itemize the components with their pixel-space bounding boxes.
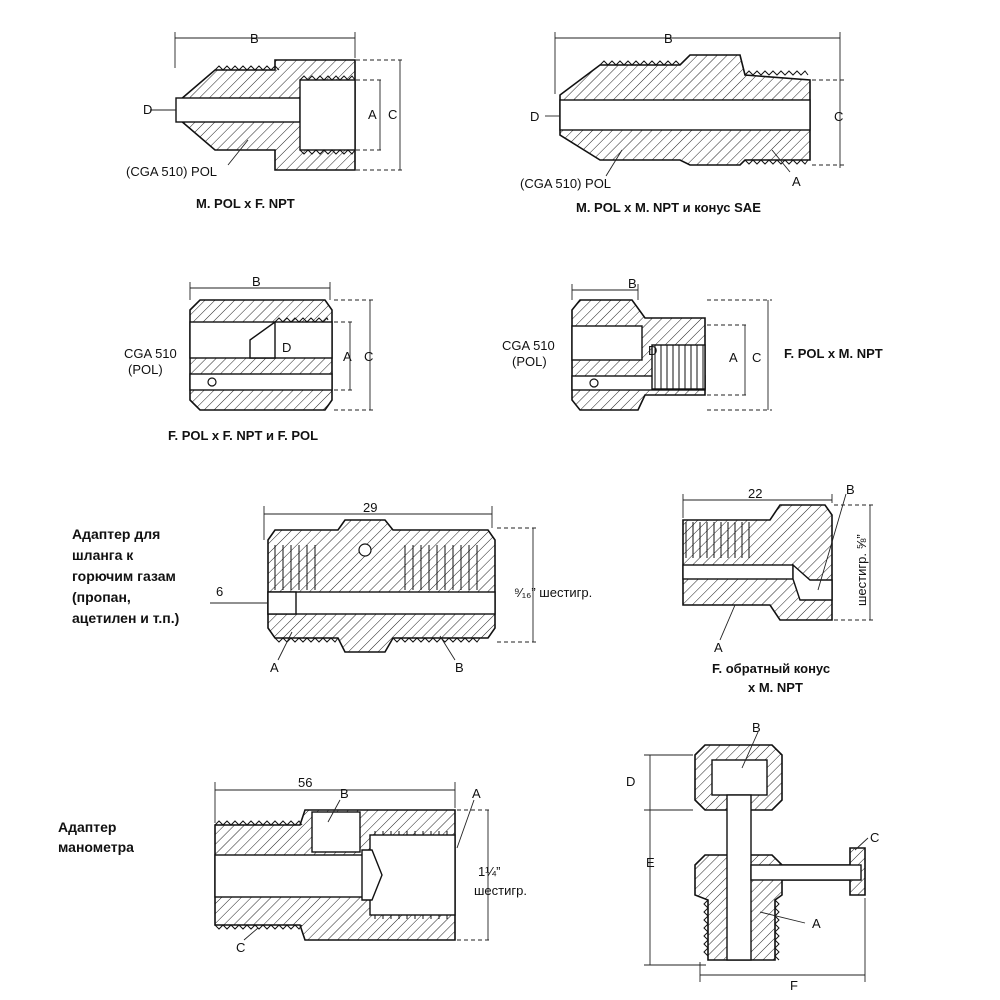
dim-f-label: F	[790, 978, 798, 993]
top-nut-socket	[711, 759, 768, 796]
fitting-bore	[682, 564, 794, 580]
dim-a-label: A	[729, 350, 738, 365]
bottom-thread	[703, 899, 780, 961]
left-thread	[274, 545, 316, 590]
diagram-mpol-fnpt: B D A C (CGA 510) POL M. POL x F. NPT	[126, 31, 404, 211]
dim-a-label: A	[792, 174, 801, 189]
dim-b-label: B	[628, 276, 637, 291]
npt-thread-teeth	[744, 70, 809, 165]
side-title-line-3: горючим газам	[72, 568, 176, 584]
fitting-bore	[559, 99, 811, 131]
label-c: C	[236, 940, 245, 955]
dim-c-label: C	[752, 350, 761, 365]
side-bore	[750, 864, 862, 881]
hex-size-label: шестигр. ⅝”	[854, 534, 869, 606]
dim-d-label: D	[282, 340, 291, 355]
pol-thread-teeth	[599, 60, 681, 66]
side-title-line-4: (пропан,	[72, 589, 131, 605]
dim-c-label: C	[388, 107, 397, 122]
caption-line-2: x M. NPT	[748, 680, 803, 695]
inlet-pocket	[267, 591, 297, 615]
dim-b-label: B	[250, 31, 259, 46]
dim-length-label: 22	[748, 486, 762, 501]
thread-teeth	[274, 317, 329, 323]
side-title-line-1: Адаптер	[58, 819, 116, 835]
label-b: B	[340, 786, 349, 801]
diagram-hose-adapter: 29 6 ⁹⁄₁₆” шестигр. A B Адаптер для шлан…	[72, 500, 592, 675]
dim-d-label: D	[143, 102, 152, 117]
right-thread	[404, 545, 478, 590]
socket-thread	[374, 831, 448, 919]
pol-note: (CGA 510) POL	[126, 164, 217, 179]
side-port	[311, 811, 361, 853]
label-a: A	[472, 786, 481, 801]
dim-b-label: B	[664, 31, 673, 46]
fitting-bore	[175, 97, 301, 123]
diagram-mpol-mnpt-sae: B D C A (CGA 510) POL M. POL x M. NPT и …	[520, 31, 844, 215]
dim-length-label: 29	[363, 500, 377, 515]
dim-b-label: B	[252, 274, 261, 289]
diagram-gauge-adapter: 56 B A C 1¼” шестигр. Адаптер манометра	[58, 775, 527, 955]
diagram-caption: F. POL x M. NPT	[784, 346, 883, 361]
side-title-line-2: шланга к	[72, 547, 134, 563]
diagram-caption: F. POL x F. NPT и F. POL	[168, 428, 318, 443]
fitting-passage	[189, 373, 333, 391]
caption-line-1: F. обратный конус	[712, 661, 830, 676]
label-b: B	[752, 720, 761, 735]
side-title-line-5: ацетилен и т.п.)	[72, 610, 179, 626]
dim-c-label: C	[834, 109, 843, 124]
dim-d-label: D	[648, 343, 657, 358]
bottom-thread	[274, 637, 481, 643]
cone-seat	[249, 320, 276, 359]
label-c: C	[870, 830, 879, 845]
left-thread	[214, 820, 303, 930]
label-a: A	[714, 640, 723, 655]
gauge-socket	[369, 834, 456, 916]
thread-teeth	[299, 75, 356, 155]
diagram-reverse-cone: 22 B A шестигр. ⅝” F. обратный конус x M…	[682, 482, 874, 695]
label-a: A	[270, 660, 279, 675]
fitting-socket	[299, 79, 356, 151]
hex-size-line-1: 1¼”	[478, 864, 500, 879]
diagram-caption: M. POL x M. NPT и конус SAE	[576, 200, 761, 215]
diagram-tee: B C A D E F	[626, 720, 879, 993]
cga-note-line2: (POL)	[512, 354, 547, 369]
pol-note: (CGA 510) POL	[520, 176, 611, 191]
cone-seat	[361, 849, 383, 901]
fitting-body	[682, 504, 833, 621]
fitting-socket	[571, 325, 643, 361]
fitting-body	[267, 519, 496, 653]
dim-e-label: E	[646, 855, 655, 870]
side-title-line-1: Адаптер для	[72, 526, 160, 542]
dim-d-label: D	[530, 109, 539, 124]
npt-thread	[685, 522, 750, 558]
dim-bore-label: 6	[216, 584, 223, 599]
vertical-bore	[726, 794, 752, 961]
label-b: B	[455, 660, 464, 675]
side-title-line-2: манометра	[58, 839, 134, 855]
hex-size-line-2: шестигр.	[474, 883, 527, 898]
diagram-fpol-fnpt-fpol: B D A C CGA 510 (POL) F. POL x F. NPT и …	[124, 274, 374, 443]
cga-note-line2: (POL)	[128, 362, 163, 377]
diagram-fpol-mnpt: B D A C CGA 510 (POL) F. POL x M. NPT	[502, 276, 883, 411]
fitting-bore	[267, 591, 496, 615]
dim-a-label: A	[368, 107, 377, 122]
dim-a-label: A	[343, 349, 352, 364]
fitting-bore	[214, 854, 366, 898]
dim-c-label: C	[364, 349, 373, 364]
cga-note-line1: CGA 510	[502, 338, 555, 353]
label-a: A	[812, 916, 821, 931]
diagram-caption: M. POL x F. NPT	[196, 196, 295, 211]
dim-length-label: 56	[298, 775, 312, 790]
npt-thread-teeth	[654, 345, 704, 389]
cone-seat	[792, 563, 833, 601]
label-b: B	[846, 482, 855, 497]
pol-thread-teeth	[214, 65, 280, 71]
dim-d-label: D	[626, 774, 635, 789]
hex-size-label: ⁹⁄₁₆” шестигр.	[514, 585, 592, 600]
cga-note-line1: CGA 510	[124, 346, 177, 361]
